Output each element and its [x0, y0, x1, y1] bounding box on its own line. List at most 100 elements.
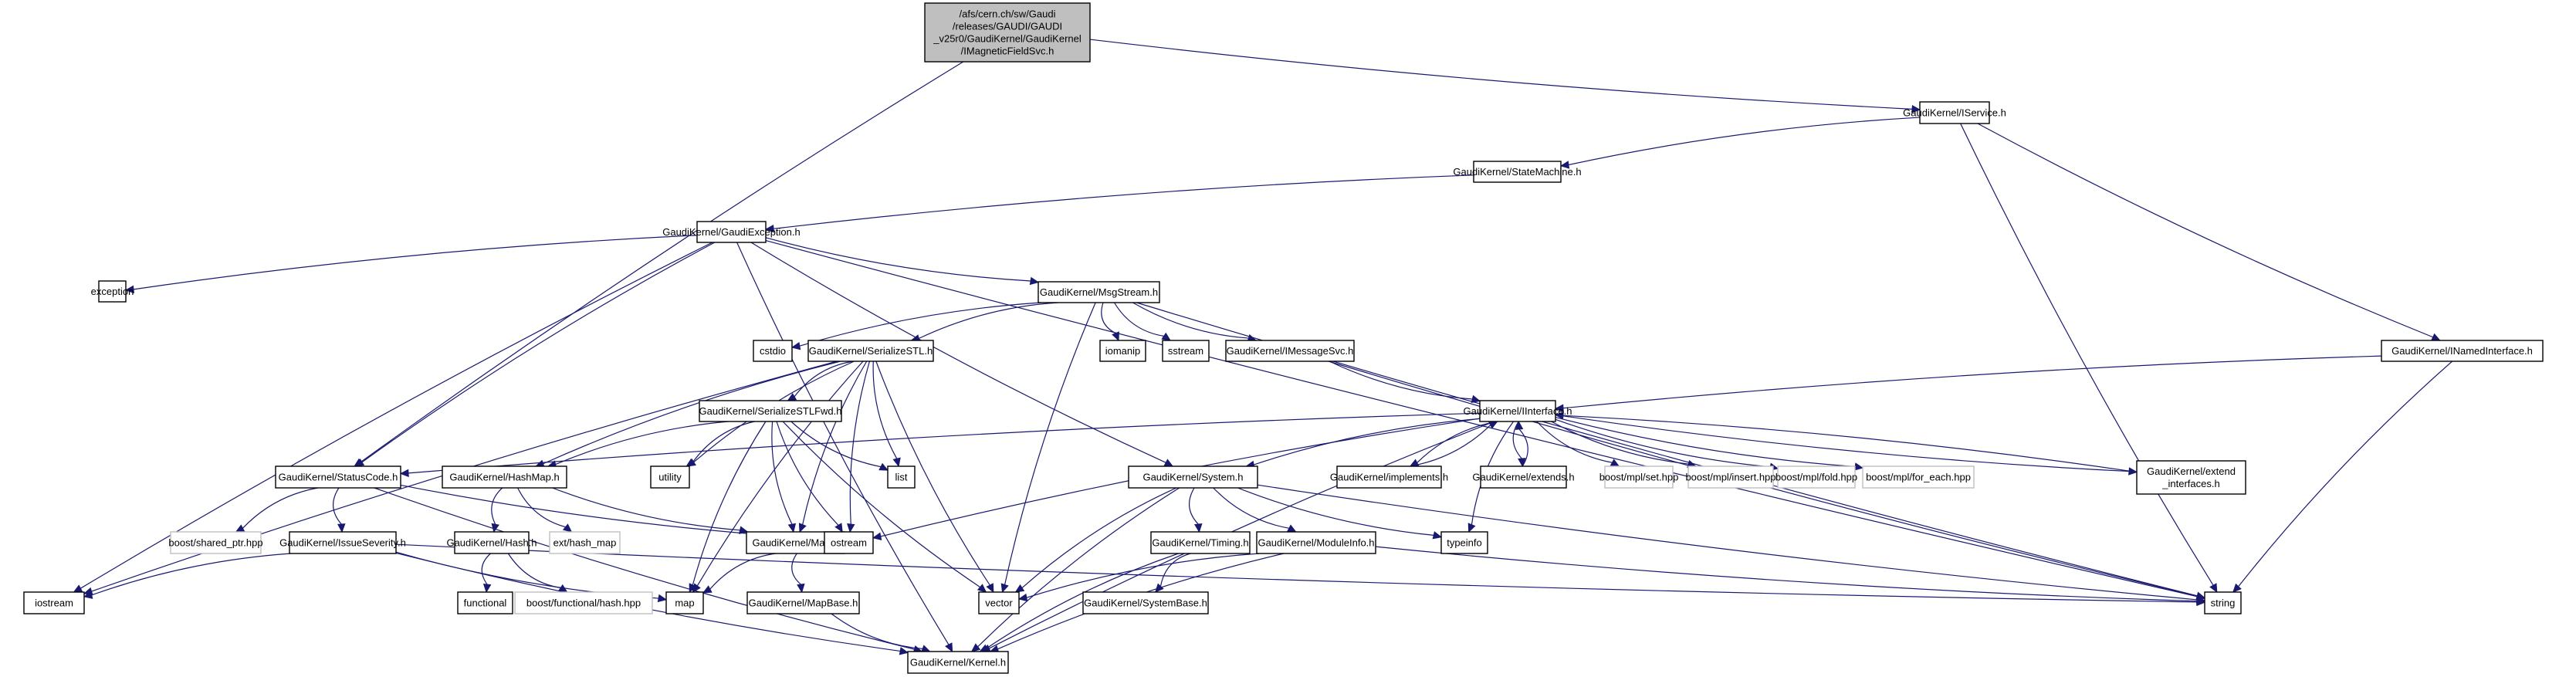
node-label: GaudiKernel/HashMap.h [449, 472, 559, 483]
node-string[interactable]: string [2204, 591, 2242, 614]
node-label: GaudiKernel/IInterface.h [1464, 405, 1572, 417]
node-label: string [2211, 597, 2236, 609]
node-box [2136, 460, 2246, 495]
edge-line [750, 242, 1166, 463]
node-IMessageSvc[interactable]: GaudiKernel/IMessageSvc.h [1225, 340, 1355, 362]
edge-IInterface-to-extends [1512, 421, 1526, 468]
arrowhead-icon [2232, 583, 2242, 593]
node-iomanip[interactable]: iomanip [1099, 340, 1146, 362]
node-label: GaudiKernel/Timing.h [1152, 537, 1248, 549]
arrowhead-icon [872, 532, 882, 540]
node-INamedInterface[interactable]: GaudiKernel/INamedInterface.h [2381, 340, 2544, 362]
node-box [1099, 340, 1146, 362]
node-Map[interactable]: GaudiKernel/Map.h [746, 531, 845, 554]
node-utility[interactable]: utility [650, 465, 690, 489]
edge-line [1329, 361, 1473, 400]
node-Timing[interactable]: GaudiKernel/Timing.h [1150, 531, 1251, 554]
edge-implements-to-IInterface [1410, 421, 1498, 467]
node-box [1480, 465, 1567, 489]
arrowhead-icon [1488, 421, 1498, 429]
edge-line [1375, 546, 2198, 602]
edge-line [875, 361, 990, 586]
node-StateMachine[interactable]: GaudiKernel/StateMachine.h [1453, 161, 1582, 183]
node-extends[interactable]: GaudiKernel/extends.h [1472, 465, 1575, 489]
node-MapBase[interactable]: GaudiKernel/MapBase.h [746, 591, 860, 614]
edge-GaudiException-to-StatusCode [354, 242, 716, 467]
node-label: _interfaces.h [2161, 478, 2219, 489]
node-box [746, 591, 860, 614]
edge-line [1237, 487, 1434, 536]
node-list[interactable]: list [887, 465, 916, 489]
node-typeinfo[interactable]: typeinfo [1440, 531, 1488, 554]
node-label: GaudiKernel/IssueSeverity.h [279, 537, 406, 549]
edge-line [918, 302, 1059, 340]
node-label: GaudiKernel/StateMachine.h [1453, 166, 1581, 178]
edge-line [1562, 415, 2138, 473]
node-label: map [675, 597, 694, 609]
node-SerializeSTL[interactable]: GaudiKernel/SerializeSTL.h [807, 340, 934, 362]
edge-line [692, 421, 755, 462]
edge-line [481, 553, 491, 585]
arrowhead-icon [970, 643, 981, 652]
edge-line [1213, 487, 1290, 529]
node-IssueSeverity[interactable]: GaudiKernel/IssueSeverity.h [279, 531, 406, 554]
edge-line [773, 174, 1474, 229]
node-map[interactable]: map [665, 591, 704, 614]
node-box [1038, 281, 1160, 303]
node-StatusCode[interactable]: GaudiKernel/StatusCode.h [275, 465, 401, 489]
node-box [2204, 591, 2242, 614]
edge-line [977, 487, 1180, 648]
node-ModuleInfo[interactable]: GaudiKernel/ModuleInfo.h [1256, 531, 1376, 554]
node-sstream[interactable]: sstream [1162, 340, 1210, 362]
edge-line [333, 487, 342, 525]
node-IInterface[interactable]: GaudiKernel/IInterface.h [1464, 400, 1572, 422]
node-extend_interfaces[interactable]: GaudiKernel/extend_interfaces.h [2136, 460, 2246, 495]
node-label: functional [464, 597, 507, 609]
node-System[interactable]: GaudiKernel/System.h [1128, 465, 1258, 489]
node-implements[interactable]: GaudiKernel/implements.h [1330, 465, 1448, 489]
node-label: ext/hash_map [553, 537, 617, 549]
edge-SerializeSTLFwd-to-ostream [776, 421, 843, 533]
edge-GaudiException-to-Kernel [736, 242, 953, 653]
node-SystemBase[interactable]: GaudiKernel/SystemBase.h [1082, 591, 1209, 614]
node-Kernel[interactable]: GaudiKernel/Kernel.h [907, 651, 1009, 674]
arrowhead-icon [562, 523, 573, 533]
node-ostream[interactable]: ostream [824, 531, 874, 554]
edge-ModuleInfo-to-vector [1017, 553, 1260, 602]
edge-HashMap-to-ext_hash_map [517, 487, 573, 533]
edge-SerializeSTLFwd-to-list [790, 421, 889, 471]
node-iostream[interactable]: iostream [23, 591, 85, 614]
edge-line [986, 553, 1179, 649]
node-HashMap[interactable]: GaudiKernel/HashMap.h [442, 465, 567, 489]
arrowhead-icon [1518, 458, 1526, 468]
node-exception[interactable]: exception [91, 280, 134, 303]
node-functional[interactable]: functional [457, 591, 513, 614]
edge-line [1253, 418, 1481, 465]
edge-ModuleInfo-to-string [1375, 546, 2206, 606]
edge-StatusCode-to-IssueSeverity [333, 487, 346, 533]
edge-line [771, 421, 793, 525]
node-cstdio[interactable]: cstdio [753, 340, 793, 362]
edge-IInterface-to-System [1245, 418, 1481, 469]
edge-IInterface-to-mplset [1536, 421, 1620, 467]
edge-line [1026, 553, 1260, 598]
node-label: boost/mpl/fold.hpp [1775, 472, 1857, 483]
node-SerializeSTLFwd[interactable]: GaudiKernel/SerializeSTLFwd.h [699, 400, 842, 422]
node-box [442, 465, 567, 489]
edge-SerializeSTLFwd-to-utility [685, 421, 755, 467]
arrowhead-icon [1161, 332, 1172, 341]
node-vector[interactable]: vector [978, 591, 1020, 614]
node-IService[interactable]: GaudiKernel/IService.h [1903, 101, 2006, 124]
edge-extends-to-IInterface [1515, 420, 1528, 467]
node-GaudiException[interactable]: GaudiKernel/GaudiException.h [662, 221, 801, 243]
arrowhead-icon [1112, 331, 1119, 342]
node-box [753, 340, 793, 362]
nodes-layer: /afs/cern.ch/sw/Gaudi/releases/GAUDI/GAU… [23, 2, 2544, 674]
node-mplfold: boost/mpl/fold.hpp [1775, 465, 1857, 489]
node-MsgStream[interactable]: GaudiKernel/MsgStream.h [1038, 281, 1160, 303]
edge-line [799, 302, 1041, 347]
node-Hash[interactable]: GaudiKernel/Hash.h [446, 531, 537, 554]
arrowhead-icon [847, 523, 855, 533]
node-label: GaudiKernel/SerializeSTL.h [809, 345, 933, 357]
arrowhead-icon [790, 341, 801, 350]
